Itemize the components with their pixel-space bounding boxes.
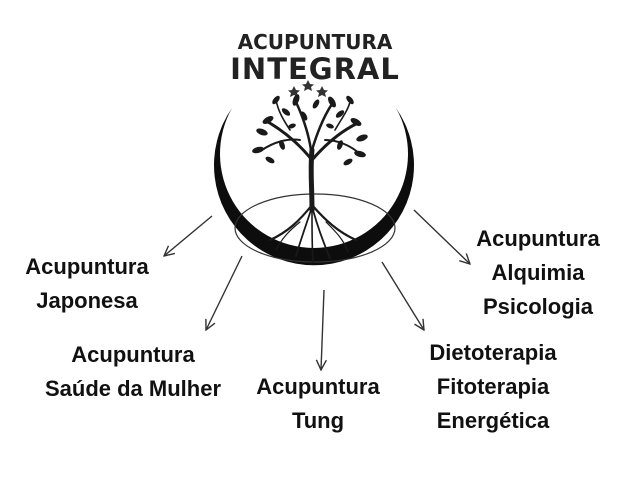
branch-saude-mulher: Acupuntura Saúde da Mulher xyxy=(28,338,238,406)
crescent-moon-icon xyxy=(214,108,414,266)
arrow-saude-mulher xyxy=(206,255,243,330)
branch-label: Acupuntura xyxy=(476,226,600,251)
arrow-japonesa xyxy=(164,215,213,256)
tree-icon xyxy=(252,94,368,263)
branch-label: Energética xyxy=(436,408,550,433)
star-icon xyxy=(288,80,328,97)
branch-japonesa: Acupuntura Japonesa xyxy=(12,250,162,318)
logo-title-line1: ACUPUNTURA xyxy=(237,30,393,54)
branch-label: Alquimia xyxy=(491,260,585,285)
branch-dietoterapia: Dietoterapia Fitoterapia Energética xyxy=(408,336,578,438)
branch-label: Tung xyxy=(291,408,345,433)
branch-label: Acupuntura xyxy=(256,374,380,399)
branch-label: Japonesa xyxy=(36,288,138,313)
branch-label: Fitoterapia xyxy=(436,374,550,399)
arrow-dietoterapia xyxy=(381,261,424,330)
branch-alquimia: Acupuntura Alquimia Psicologia xyxy=(458,222,618,324)
branch-label: Acupuntura xyxy=(25,254,149,279)
arrow-tung xyxy=(321,289,324,370)
branch-label: Saúde da Mulher xyxy=(44,376,222,401)
branch-label: Dietoterapia xyxy=(429,340,557,365)
logo-title-line2: INTEGRAL xyxy=(230,52,400,86)
arrow-alquimia xyxy=(413,209,470,264)
branch-tung: Acupuntura Tung xyxy=(238,370,398,438)
branch-label: Psicologia xyxy=(482,294,594,319)
branch-label: Acupuntura xyxy=(71,342,195,367)
